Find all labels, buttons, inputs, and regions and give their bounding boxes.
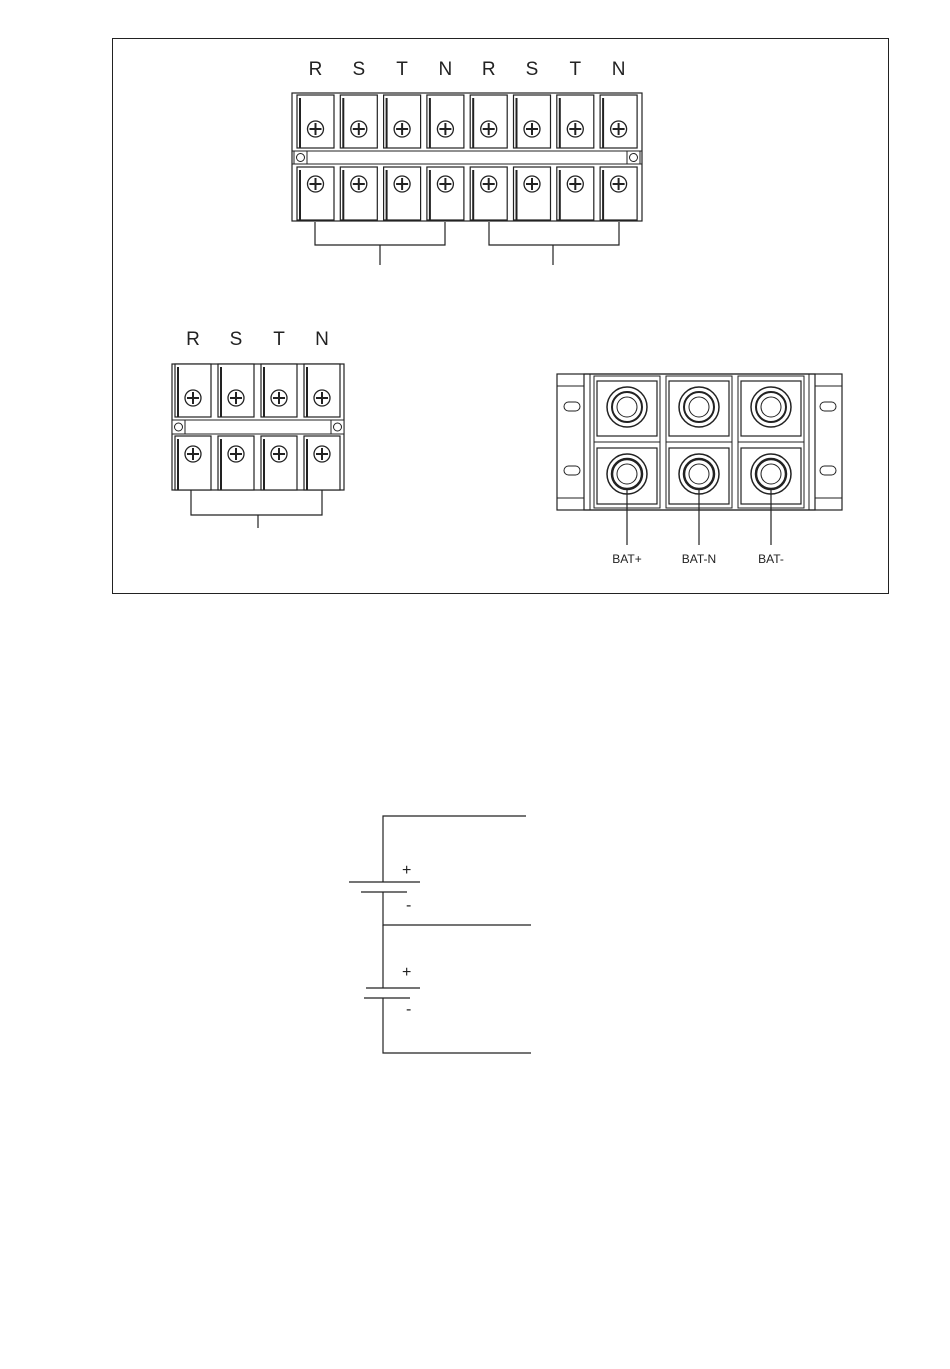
screw-icon	[271, 390, 287, 406]
terminal-label: R	[309, 59, 323, 80]
battery-wiring-diagram: + - + -	[349, 816, 531, 1053]
terminal-label: S	[230, 329, 243, 350]
screw-icon	[524, 121, 540, 137]
bracket-group-1	[315, 222, 445, 265]
mount-screw-right-icon	[331, 420, 344, 434]
terminal-label: N	[439, 59, 453, 80]
terminal-label: S	[526, 59, 539, 80]
terminal-label: T	[569, 59, 581, 80]
screw-icon	[228, 446, 244, 462]
lower-plus-sign: +	[402, 964, 411, 981]
screw-icon	[314, 390, 330, 406]
battery-terminal-label: BAT-N	[682, 552, 716, 566]
battery-terminal-label: BAT+	[612, 552, 641, 566]
screw-icon	[611, 176, 627, 192]
battery-terminal-label: BAT-	[758, 552, 784, 566]
terminal-label: S	[352, 59, 365, 80]
lower-minus-sign: -	[406, 1001, 411, 1018]
battery-post-1	[594, 376, 660, 545]
bracket-group-bypass	[191, 490, 322, 528]
upper-minus-sign: -	[406, 897, 411, 914]
terminal-label: N	[612, 59, 626, 80]
screw-icon	[437, 176, 453, 192]
screw-icon	[611, 121, 627, 137]
screw-icon	[394, 121, 410, 137]
battery-post-3	[738, 376, 804, 545]
screw-icon	[228, 390, 244, 406]
screw-icon	[308, 176, 324, 192]
upper-plus-sign: +	[402, 862, 411, 879]
screw-icon	[351, 176, 367, 192]
terminal-label: R	[186, 329, 200, 350]
screw-icon	[394, 176, 410, 192]
mount-screw-left-icon	[172, 420, 185, 434]
battery-cell-upper: + -	[349, 862, 420, 914]
mount-screw-right-icon	[627, 151, 640, 164]
screw-icon	[437, 121, 453, 137]
battery-terminal-block: BAT+ BAT-N BAT-	[557, 374, 842, 566]
battery-post-2	[666, 376, 732, 545]
screw-icon	[481, 121, 497, 137]
bracket-group-2	[489, 222, 619, 265]
screw-icon	[185, 390, 201, 406]
screw-icon	[524, 176, 540, 192]
screw-icon	[567, 176, 583, 192]
screw-icon	[567, 121, 583, 137]
terminal-label: T	[396, 59, 408, 80]
screw-icon	[308, 121, 324, 137]
mount-screw-left-icon	[294, 151, 307, 164]
screw-icon	[271, 446, 287, 462]
battery-cell-lower: + -	[364, 964, 420, 1018]
terminal-label: N	[315, 329, 329, 350]
screw-icon	[481, 176, 497, 192]
screw-icon	[351, 121, 367, 137]
screw-icon	[314, 446, 330, 462]
terminal-label: T	[273, 329, 285, 350]
terminal-label: R	[482, 59, 496, 80]
screw-icon	[185, 446, 201, 462]
